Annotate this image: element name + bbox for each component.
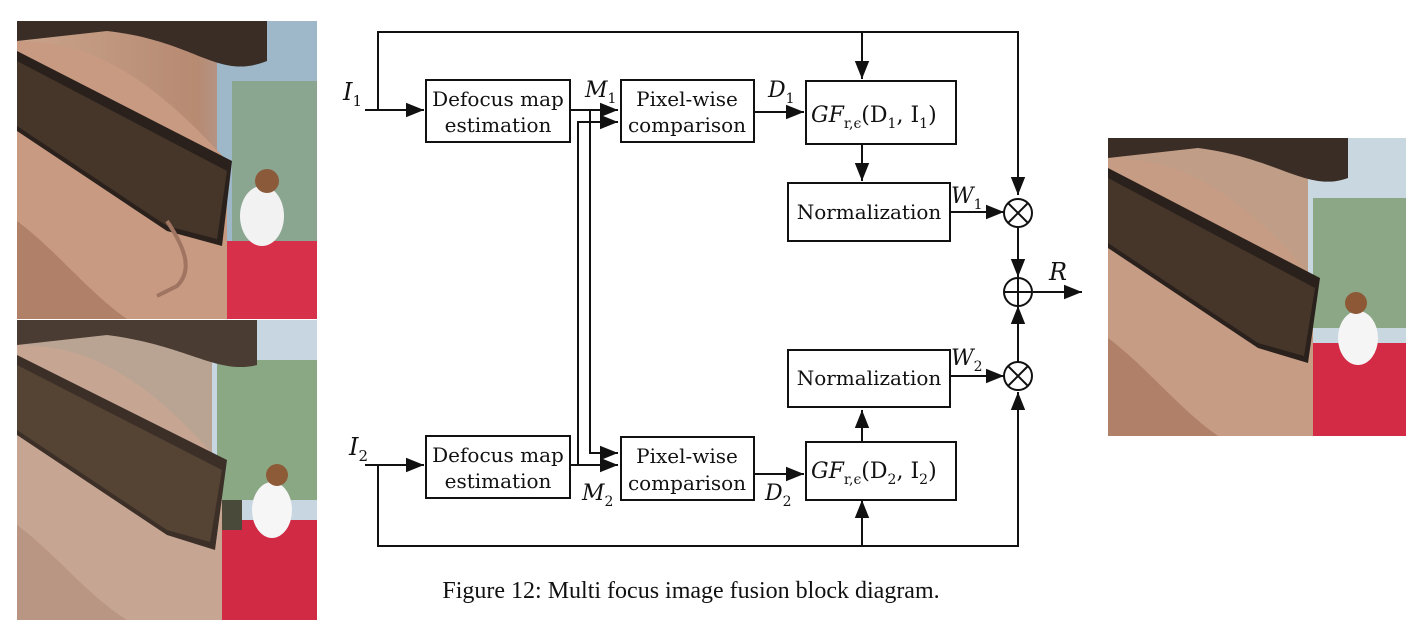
input-image-1 <box>17 21 317 319</box>
gf2-arg-sub: 2 <box>888 472 897 488</box>
gf2-subscript: r,ϵ <box>844 472 862 488</box>
label-i2: I2 <box>348 433 368 465</box>
pixel-1-line1: Pixel-wise <box>636 87 738 111</box>
defocus-2-line1: Defocus map <box>432 443 564 467</box>
svg-text:GFr,ϵ(D1, I1): GFr,ϵ(D1, I1) <box>811 103 937 132</box>
wire-bottom-loop <box>377 392 1026 547</box>
gf2-args: (D <box>861 459 887 484</box>
wire-m1-cross <box>589 110 618 461</box>
defocus-2-line2: estimation <box>445 469 552 493</box>
defocus-1-line1: Defocus map <box>432 87 564 111</box>
pixel-2-line2: comparison <box>628 471 746 495</box>
wire-m2-cross <box>577 114 618 465</box>
gf1-sep: , I <box>896 103 919 128</box>
label-w1: W1 <box>951 184 983 213</box>
pixel-2-line1: Pixel-wise <box>636 444 738 468</box>
figure-caption: Figure 12: Multi focus image fusion bloc… <box>0 578 1426 605</box>
guided-filter-block-2: GFr,ϵ(D2, I2) <box>805 441 957 501</box>
multiply-operator-2-icon <box>1003 361 1033 391</box>
gf1-sep-sub: 1 <box>919 116 928 132</box>
add-operator-icon <box>1003 277 1033 307</box>
caption-text: Figure 12: Multi focus image fusion bloc… <box>442 578 940 604</box>
svg-text:GFr,ϵ(D2, I2): GFr,ϵ(D2, I2) <box>811 459 937 488</box>
guided-filter-block-1: GFr,ϵ(D1, I1) <box>805 80 957 145</box>
gf2-sep: , I <box>896 459 919 484</box>
input-image-2 <box>17 320 317 620</box>
normalization-block-1: Normalization <box>787 182 951 242</box>
gf1-subscript: r,ϵ <box>844 116 862 132</box>
gf1-arg-sub: 1 <box>888 116 897 132</box>
fused-output-image <box>1108 138 1406 436</box>
defocus-block-1: Defocus map estimation <box>425 79 571 143</box>
gf2-prefix: GF <box>811 459 845 484</box>
pixel-1-line2: comparison <box>628 113 746 137</box>
label-m2: M2 <box>581 481 613 510</box>
label-r: R <box>1048 258 1067 286</box>
gf2-close: ) <box>928 459 937 484</box>
gf1-prefix: GF <box>811 103 845 128</box>
pixel-block-2: Pixel-wise comparison <box>620 436 755 501</box>
gf1-close: ) <box>928 103 937 128</box>
gf2-sep-sub: 2 <box>919 472 928 488</box>
normalization-block-2: Normalization <box>787 349 951 408</box>
label-w2: W2 <box>951 346 983 375</box>
norm-1-label: Normalization <box>797 200 942 224</box>
label-d1: D1 <box>767 78 795 107</box>
label-i1: I1 <box>342 78 362 110</box>
label-m1: M1 <box>584 78 616 107</box>
pixel-block-1: Pixel-wise comparison <box>620 79 755 143</box>
multiply-operator-1-icon <box>1003 198 1033 228</box>
defocus-block-2: Defocus map estimation <box>425 435 571 499</box>
label-d2: D2 <box>764 481 792 510</box>
wire-top-loop <box>377 31 1026 195</box>
norm-2-label: Normalization <box>797 366 942 390</box>
gf1-args: (D <box>861 103 887 128</box>
defocus-1-line2: estimation <box>445 113 552 137</box>
